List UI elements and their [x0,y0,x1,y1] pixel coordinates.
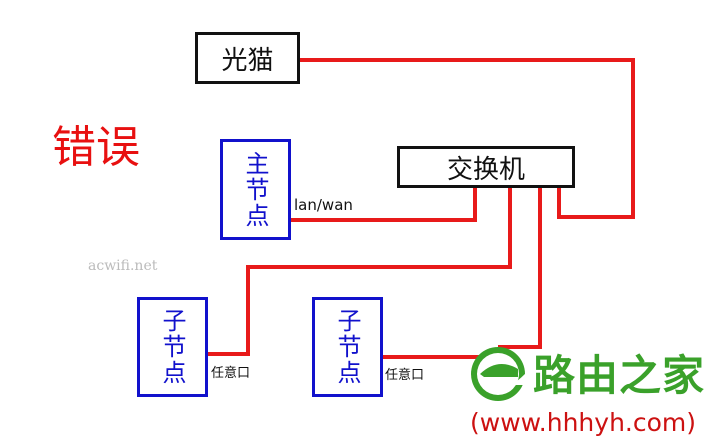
brand-name: 路由之家 [533,351,706,400]
sub-node-1-label: 子节点 [158,308,186,386]
watermark-text: acwifi.net [88,258,158,274]
main-node-label: 主节点 [241,150,269,229]
optical-modem-label: 光猫 [221,45,274,76]
sub-node-2-label: 子节点 [333,308,361,386]
wire-switch-to-sub-node-2 [383,187,542,359]
brand-logo-icon [471,347,528,401]
main-port-label: lan/wan [294,196,353,214]
optical-modem-box: 光猫 [195,32,300,84]
sub-node-2-port-label: 任意口 [385,368,425,383]
switch-box: 交换机 [397,146,575,188]
error-title: 错误 [52,122,140,173]
main-node-box: 主节点 [220,139,291,240]
brand-url: (www.hhhyh.com) [470,408,697,437]
wire-switch-to-main-node [290,187,477,222]
switch-label: 交换机 [446,154,525,185]
wire-modem-to-switch [298,58,635,219]
sub-node-2-box: 子节点 [312,297,383,397]
wire-switch-to-sub-node-1 [208,187,512,356]
sub-node-1-port-label: 任意口 [211,366,251,381]
sub-node-1-box: 子节点 [137,297,208,397]
